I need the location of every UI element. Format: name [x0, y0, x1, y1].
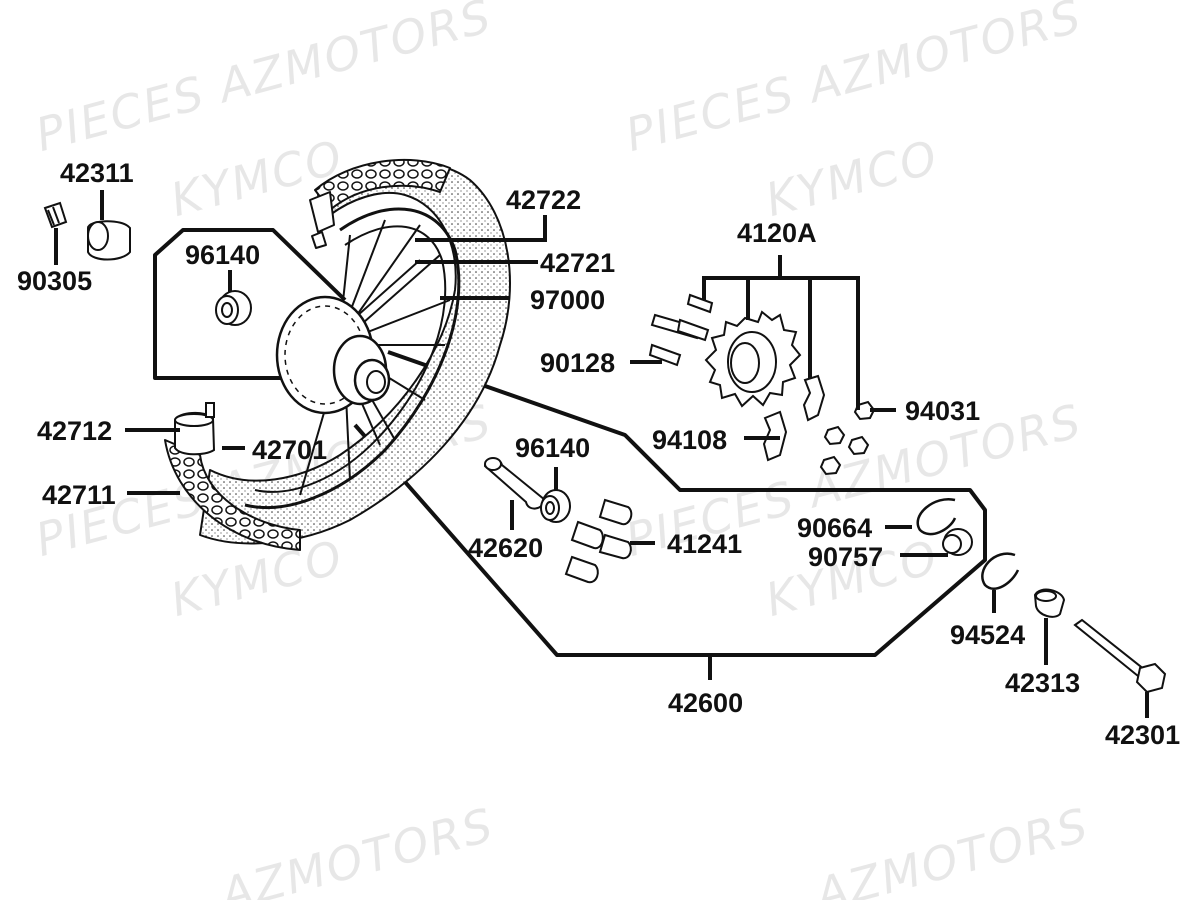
spacer-42620 — [483, 457, 547, 510]
part-label-42311: 42311 — [60, 158, 134, 188]
part-label-42711: 42711 — [42, 480, 116, 510]
axle-42301 — [1073, 618, 1167, 694]
part-label-96140-axle: 96140 — [515, 433, 591, 463]
studs-90128 — [648, 293, 714, 367]
part-label-42712: 42712 — [37, 416, 113, 446]
dampers-41241 — [564, 498, 633, 584]
part-label-90664: 90664 — [797, 513, 873, 543]
part-label-90305: 90305 — [17, 266, 93, 296]
part-label-97000: 97000 — [530, 285, 606, 315]
part-label-94524: 94524 — [950, 620, 1026, 650]
collar-42311 — [87, 220, 131, 261]
nuts-94031 — [819, 400, 876, 476]
part-label-90757: 90757 — [808, 542, 884, 572]
part-label-96140-hub: 96140 — [185, 240, 261, 270]
part-label-90128: 90128 — [540, 348, 616, 378]
bearing-96140 — [215, 290, 252, 326]
rear-wheel — [164, 158, 511, 551]
circlip-90664 — [916, 497, 957, 536]
part-label-42701: 42701 — [252, 435, 328, 465]
part-label-42620: 42620 — [468, 533, 544, 563]
inner-tube — [174, 402, 216, 456]
seal-90757 — [942, 528, 973, 556]
part-label-42301: 42301 — [1105, 720, 1181, 750]
leader-lines — [54, 190, 1149, 718]
part-label-94031: 94031 — [905, 396, 981, 426]
hub-group-outline — [153, 228, 347, 380]
part-label-42600: 42600 — [668, 688, 744, 718]
wheel-assembly-outline — [353, 350, 987, 680]
part-label-4120A: 4120A — [737, 218, 817, 248]
part-label-42313: 42313 — [1005, 668, 1081, 698]
cap-90305 — [43, 201, 68, 229]
part-label-41241: 41241 — [667, 529, 743, 559]
circlip-94524 — [981, 552, 1020, 590]
part-label-42721: 42721 — [540, 248, 616, 278]
bearing-96140-lower — [540, 489, 571, 523]
part-label-42722: 42722 — [506, 185, 582, 215]
sprocket — [704, 310, 802, 408]
part-label-94108: 94108 — [652, 425, 728, 455]
collar-42313 — [1033, 588, 1066, 618]
